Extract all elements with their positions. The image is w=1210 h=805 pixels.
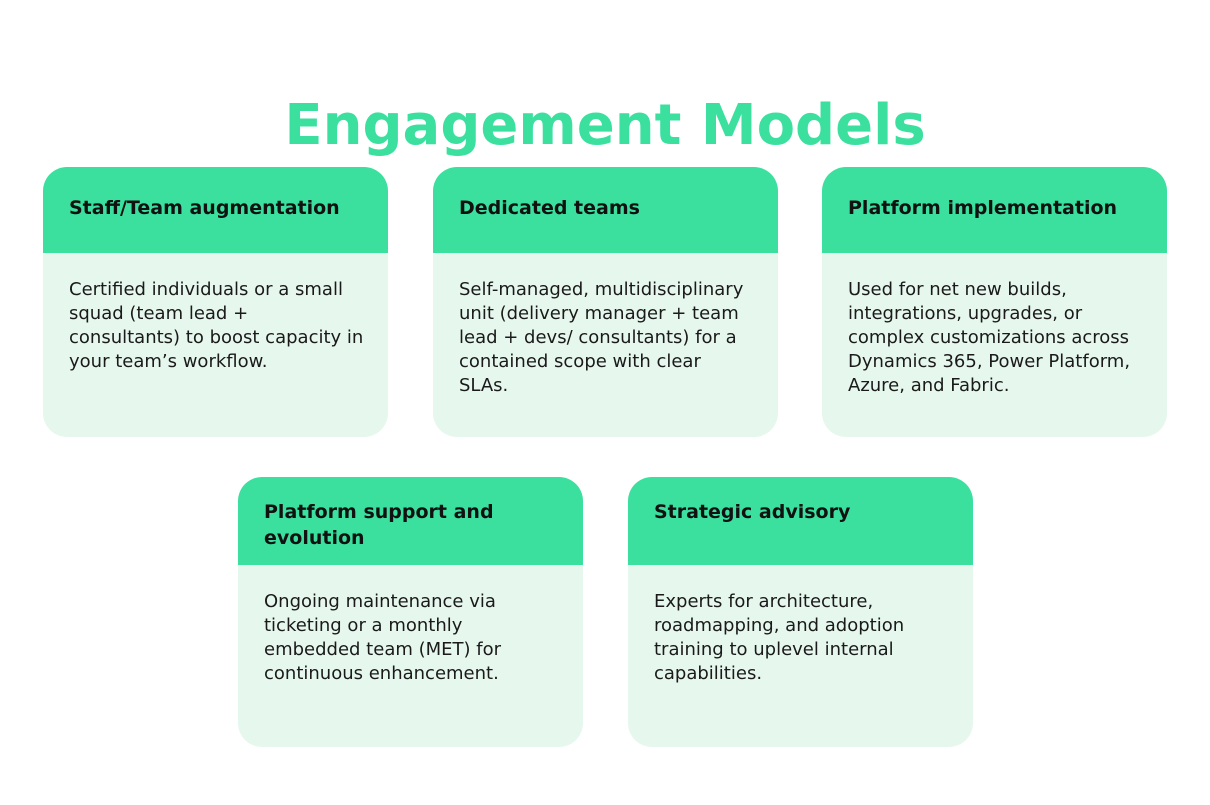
card-heading: Platform implementation [822,167,1167,253]
card-description: Self-managed, multidisciplinary unit (de… [459,279,744,396]
card-description: Experts for architecture, roadmapping, a… [654,591,905,684]
card-description: Certified individuals or a small squad (… [69,279,364,372]
card-heading: Dedicated teams [433,167,778,253]
card-platform-implementation: Platform implementation Used for net new… [822,167,1167,437]
card-dedicated-teams: Dedicated teams Self-managed, multidisci… [433,167,778,437]
card-platform-support-and-evolution: Platform support and evolution Ongoing m… [238,477,583,747]
card-description: Ongoing maintenance via ticketing or a m… [264,591,502,684]
card-heading: Strategic advisory [628,477,973,565]
page-title: Engagement Models [284,92,926,158]
card-description: Used for net new builds, integrations, u… [848,279,1131,396]
card-heading: Staff/Team augmentation [43,167,388,253]
card-heading: Platform support and evolution [238,477,583,565]
card-staff-team-augmentation: Staff/Team augmentation Certified indivi… [43,167,388,437]
card-strategic-advisory: Strategic advisory Experts for architect… [628,477,973,747]
